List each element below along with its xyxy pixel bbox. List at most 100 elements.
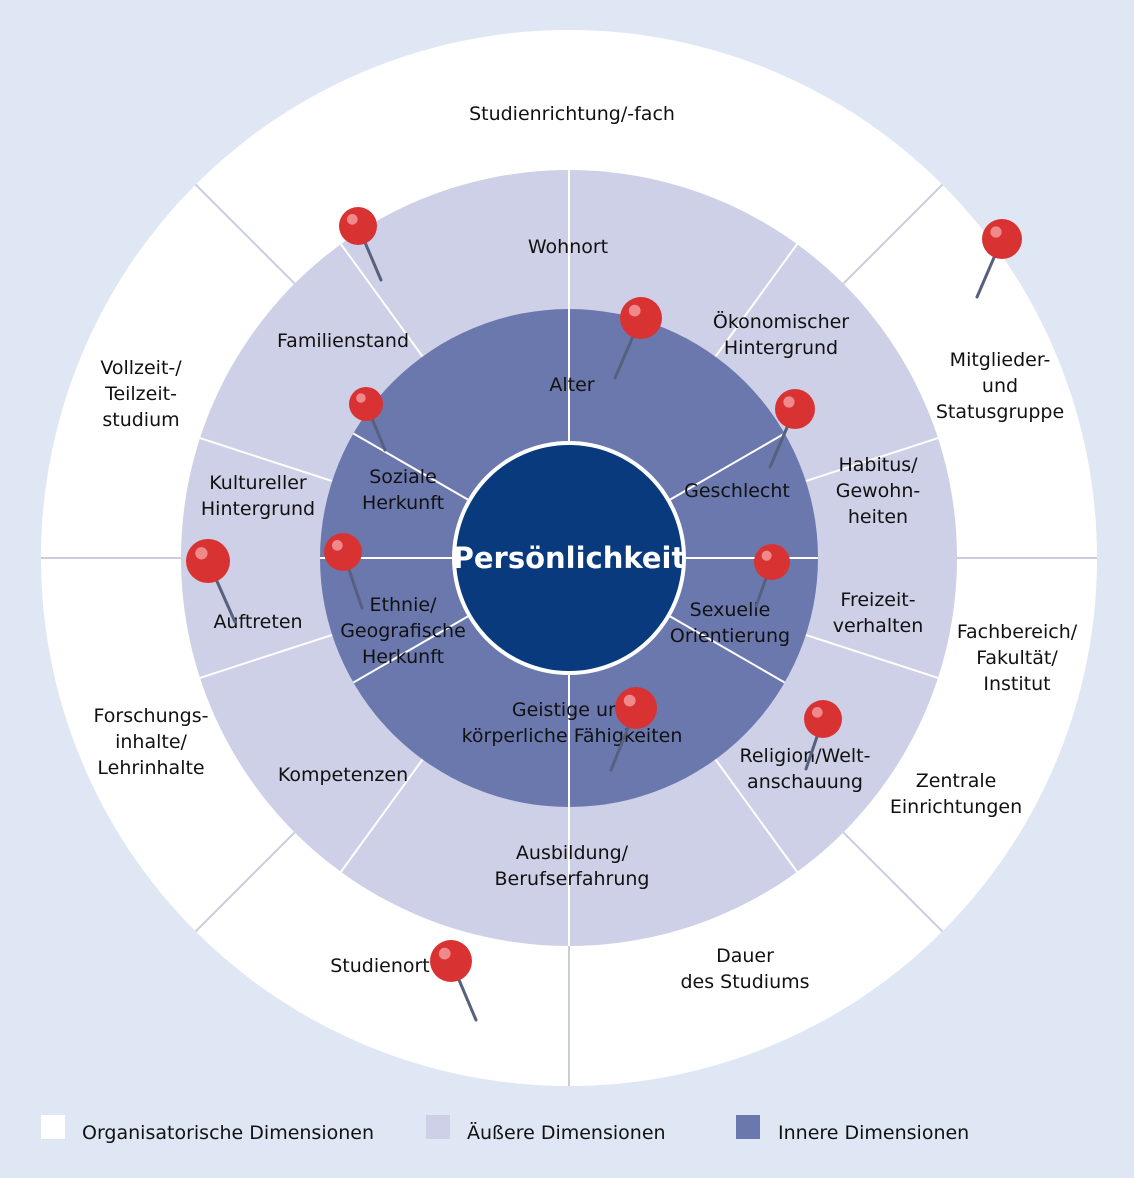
pin-highlight bbox=[811, 707, 823, 718]
int-label-line: körperliche Fähigkeiten bbox=[462, 725, 683, 747]
int-label-line: Alter bbox=[549, 374, 594, 396]
ext-label-line: Habitus/ bbox=[838, 454, 918, 476]
legend: Organisatorische Dimensionen Äußere Dime… bbox=[41, 1115, 969, 1144]
org-label-line: Dauer bbox=[716, 945, 774, 967]
org-label-line: und bbox=[982, 375, 1018, 397]
org-label-line: Fakultät/ bbox=[976, 647, 1058, 669]
pin-head-icon bbox=[324, 533, 362, 571]
ext-label-line: Ökonomischer bbox=[713, 310, 849, 333]
org-label-line: Studienrichtung/-fach bbox=[469, 103, 675, 125]
ext-label-line: Hintergrund bbox=[201, 498, 315, 520]
pin-highlight bbox=[628, 304, 641, 317]
org-label-studienort: Studienort bbox=[330, 955, 430, 977]
org-label-line: Einrichtungen bbox=[890, 796, 1022, 818]
core-circle bbox=[456, 445, 682, 671]
int-label-geschlecht: Geschlecht bbox=[684, 480, 790, 502]
pin-head-icon bbox=[620, 297, 662, 339]
pin-head-icon bbox=[615, 687, 657, 729]
ext-label-line: Familienstand bbox=[277, 330, 409, 352]
ext-divider-line bbox=[340, 243, 424, 358]
legend-label-external: Äußere Dimensionen bbox=[467, 1121, 666, 1144]
int-label-line: Orientierung bbox=[670, 625, 790, 647]
legend-label-organizational: Organisatorische Dimensionen bbox=[82, 1122, 374, 1144]
ext-label-kompetenzen: Kompetenzen bbox=[278, 764, 408, 786]
org-label-line: Vollzeit-/ bbox=[100, 357, 182, 379]
org-label-line: studium bbox=[102, 409, 179, 431]
ext-label-auftreten: Auftreten bbox=[213, 611, 302, 633]
org-label-line: des Studiums bbox=[680, 971, 809, 993]
org-label-line: Forschungs- bbox=[94, 705, 209, 727]
pin-highlight bbox=[346, 214, 358, 225]
int-label-line: Soziale bbox=[369, 466, 437, 488]
org-label-line: inhalte/ bbox=[115, 731, 187, 753]
legend-swatch-external bbox=[426, 1115, 450, 1139]
int-label-line: Geistige und bbox=[512, 699, 632, 721]
ext-label-line: Wohnort bbox=[528, 236, 608, 258]
ext-label-ausbildung: Ausbildung/Berufserfahrung bbox=[495, 842, 650, 890]
ext-divider-line bbox=[714, 758, 798, 873]
int-divider-line bbox=[352, 432, 469, 501]
ext-divider-line bbox=[199, 437, 333, 483]
legend-label-internal: Innere Dimensionen bbox=[778, 1122, 969, 1144]
pin-highlight bbox=[623, 694, 636, 707]
pin-head-icon bbox=[754, 544, 790, 580]
ext-label-freizeitverhalten: Freizeit-verhalten bbox=[833, 589, 924, 637]
core-label: Persönlichkeit bbox=[453, 541, 686, 575]
org-label-line: Statusgruppe bbox=[936, 401, 1064, 423]
pin-highlight bbox=[195, 547, 208, 560]
pin-head-icon bbox=[804, 700, 842, 738]
ext-label-line: Hintergrund bbox=[724, 337, 838, 359]
pin-head-icon bbox=[186, 539, 230, 583]
ext-label-line: Religion/Welt- bbox=[740, 745, 871, 767]
ext-label-line: Berufserfahrung bbox=[495, 868, 650, 890]
external-ring-dividers bbox=[199, 170, 939, 946]
ext-divider-line bbox=[714, 243, 798, 358]
ext-divider-line bbox=[340, 758, 424, 873]
int-label-alter: Alter bbox=[549, 374, 594, 396]
pin-head-icon bbox=[982, 219, 1022, 259]
org-label-line: Zentrale bbox=[916, 770, 997, 792]
org-divider-line bbox=[194, 831, 296, 933]
ext-label-line: Kultureller bbox=[209, 472, 307, 494]
pin-head-icon bbox=[430, 940, 472, 982]
ext-label-line: Auftreten bbox=[213, 611, 302, 633]
org-label-line: Mitglieder- bbox=[950, 349, 1051, 371]
org-label-line: Fachbereich/ bbox=[957, 621, 1078, 643]
pin-head-icon bbox=[339, 207, 377, 245]
pin-highlight bbox=[761, 550, 772, 561]
ext-label-line: Ausbildung/ bbox=[516, 842, 629, 864]
ext-label-line: Gewohn- bbox=[836, 480, 921, 502]
org-label-vollzeit-teilzeit: Vollzeit-/ Teilzeit-studium bbox=[100, 357, 182, 431]
org-label-line: Institut bbox=[983, 673, 1050, 695]
org-divider-line bbox=[842, 183, 944, 285]
pin-highlight bbox=[438, 947, 451, 960]
int-label-line: Herkunft bbox=[362, 646, 444, 668]
int-divider-line bbox=[669, 615, 786, 684]
ext-label-familienstand: Familienstand bbox=[277, 330, 409, 352]
ext-label-religion: Religion/Welt-anschauung bbox=[740, 745, 871, 793]
pins-layer bbox=[186, 207, 1022, 1022]
int-label-line: Sexuelle bbox=[690, 599, 771, 621]
organizational-ring-dividers bbox=[41, 183, 1097, 1086]
int-divider-line bbox=[352, 615, 469, 684]
legend-swatch-internal bbox=[736, 1115, 760, 1139]
org-label-dauer-studium: Dauer des Studiums bbox=[680, 945, 809, 993]
org-label-forschungsinhalte: Forschungs-inhalte/Lehrinhalte bbox=[94, 705, 209, 779]
org-label-fachbereich: Fachbereich/Fakultät/Institut bbox=[957, 621, 1078, 695]
org-label-line: Studienort bbox=[330, 955, 430, 977]
org-label-line: Teilzeit- bbox=[104, 383, 177, 405]
int-label-line: Geschlecht bbox=[684, 480, 790, 502]
org-divider-line bbox=[842, 831, 944, 933]
pin-highlight bbox=[783, 396, 795, 408]
int-label-line: Geografische bbox=[340, 620, 466, 642]
ext-label-habitus: Habitus/Gewohn-heiten bbox=[836, 454, 921, 528]
org-label-studienrichtung: Studienrichtung/-fach bbox=[469, 103, 675, 125]
ext-divider-line bbox=[805, 437, 939, 483]
ext-label-line: Kompetenzen bbox=[278, 764, 408, 786]
ext-divider-line bbox=[805, 633, 939, 679]
ext-label-wohnort: Wohnort bbox=[528, 236, 608, 258]
